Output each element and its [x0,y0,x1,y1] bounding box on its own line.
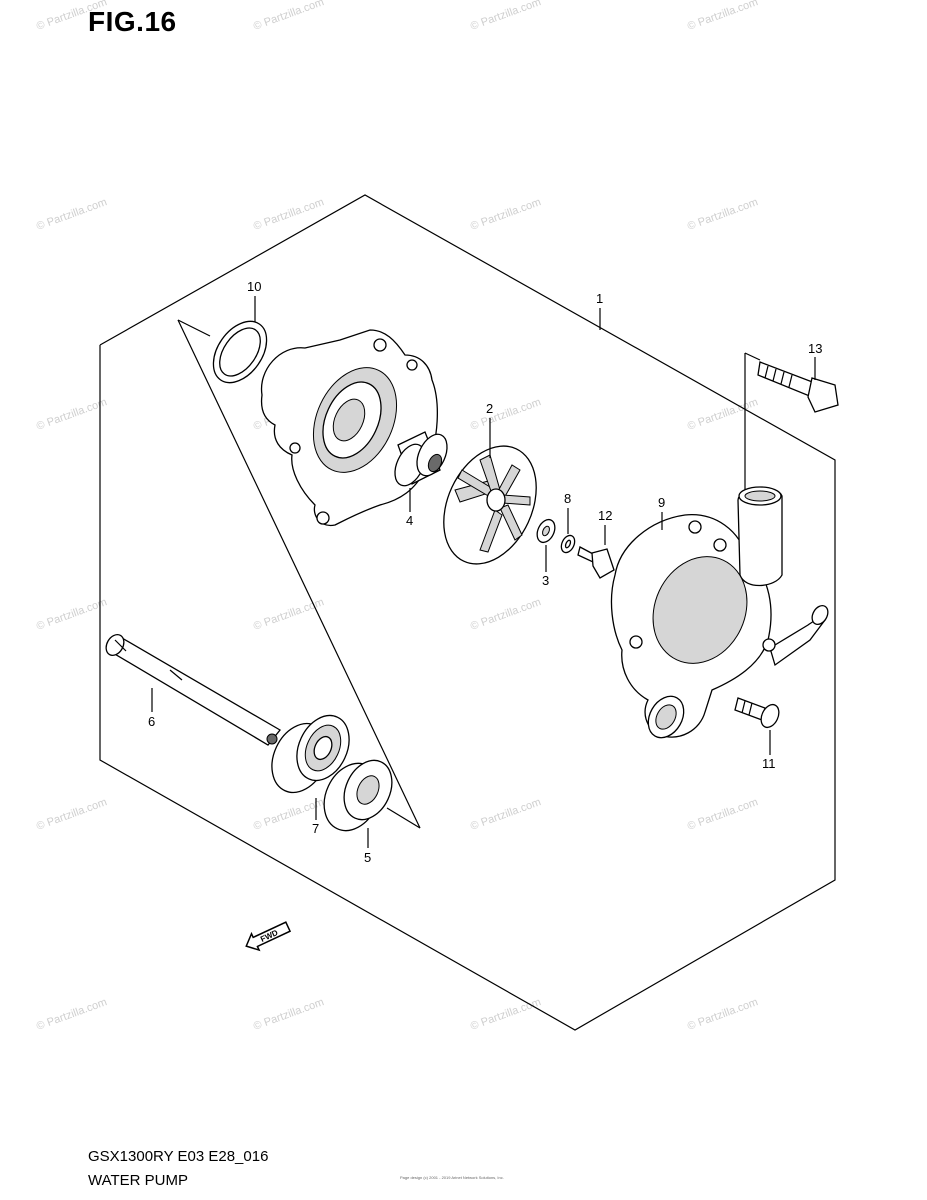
assembly-outline [99,194,836,1031]
part-9-pump-case[interactable] [610,486,831,744]
watermark-text: © Partzilla.com [469,996,543,1033]
callout-10: 10 [247,279,261,294]
watermark-text: © Partzilla.com [686,996,760,1033]
part-1-pump-cover[interactable] [260,329,438,527]
callout-3: 3 [542,573,549,588]
callout-5: 5 [364,850,371,865]
callout-13: 13 [808,341,822,356]
watermark-text: © Partzilla.com [469,796,543,833]
part-13-case-bolt[interactable] [757,361,839,413]
watermark-text: © Partzilla.com [35,0,109,33]
part-8-lock-washer[interactable] [559,533,577,554]
watermark-text: © Partzilla.com [686,796,760,833]
callout-7: 7 [312,821,319,836]
forward-arrow-icon: FWD [245,921,292,952]
figure-title: FIG.16 [88,6,177,37]
watermark-text: © Partzilla.com [35,396,109,433]
figure-name: WATER PUMP [88,1172,188,1189]
watermark-text: © Partzilla.com [469,196,543,233]
callout-11: 11 [762,756,776,771]
callout-1: 1 [596,291,603,306]
callout-12: 12 [598,508,612,523]
watermark-text: © Partzilla.com [252,996,326,1033]
part-11-case-screw[interactable] [734,697,782,730]
callout-9: 9 [658,495,665,510]
watermark-text: © Partzilla.com [35,596,109,633]
part-3-washer[interactable] [534,517,559,546]
watermark-text: © Partzilla.com [469,396,543,433]
watermark-text: © Partzilla.com [252,0,326,33]
left-group-outline [177,319,421,829]
part-12-impeller-bolt[interactable] [577,546,615,579]
fine-print: Page design (c) 2001 - 2019 Arinet Netwo… [400,1175,504,1180]
part-2-impeller[interactable] [426,431,555,579]
watermark-text: © Partzilla.com [469,596,543,633]
watermark-text: © Partzilla.com [252,596,326,633]
watermark-text: © Partzilla.com [686,0,760,33]
watermark-text: © Partzilla.com [252,196,326,233]
callout-2: 2 [486,401,493,416]
part-4-mechanical-seal[interactable] [389,430,453,491]
watermark-text: © Partzilla.com [469,0,543,33]
leader-lines [151,296,816,848]
callout-4: 4 [406,513,413,528]
model-code: GSX1300RY E03 E28_016 [88,1148,269,1165]
watermark-text: © Partzilla.com [35,796,109,833]
callout-6: 6 [148,714,155,729]
part-10-o-ring[interactable] [202,312,277,393]
watermark-text: © Partzilla.com [686,196,760,233]
watermark-text: © Partzilla.com [35,996,109,1033]
part-6-pump-shaft[interactable] [103,631,281,746]
part-7-bearing[interactable] [261,707,359,802]
watermark-layer: © Partzilla.com © Partzilla.com © Partzill… [35,0,760,1033]
callouts: 10 1 13 2 8 9 12 4 3 6 11 7 5 [148,279,822,865]
callout-8: 8 [564,491,571,506]
part-5-oil-seal[interactable] [314,753,401,840]
watermark-text: © Partzilla.com [686,396,760,433]
watermark-text: © Partzilla.com [35,196,109,233]
